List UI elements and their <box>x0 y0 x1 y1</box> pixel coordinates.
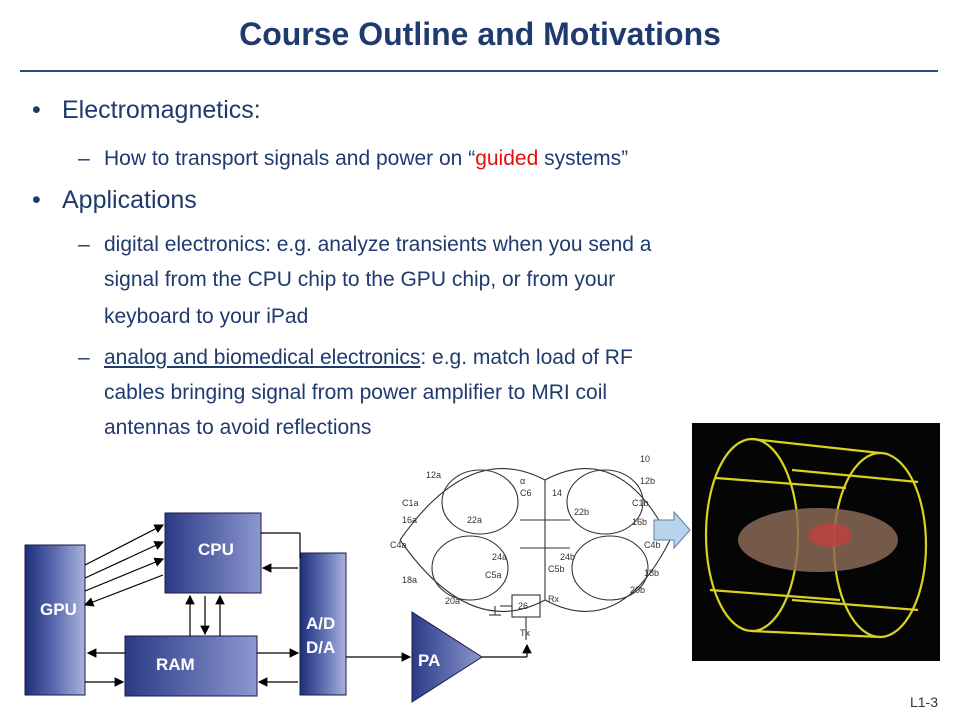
digital-line-2: signal from the CPU chip to the GPU chip… <box>104 268 616 291</box>
label-tx: Tx <box>520 628 530 638</box>
circuit-labels: 12a 10 12b α 14 C6 C1a 16a 22a 22b C1b 1… <box>390 454 661 638</box>
underlined-analog-biomedical: analog and biomedical electronics <box>104 346 421 369</box>
label-10: 10 <box>640 454 650 464</box>
analog-line-3: antennas to avoid reflections <box>104 416 372 439</box>
sub-bullet-guided-systems: How to transport signals and power on “g… <box>104 147 628 171</box>
label-c4a: C4a <box>390 540 407 550</box>
label-20b: 20b <box>630 585 645 595</box>
arrow-to-mri-icon <box>653 510 691 550</box>
bullet-marker: • <box>32 186 41 214</box>
coil-circuit-schematic <box>399 468 671 640</box>
sub-bullet-dash: – <box>78 147 90 170</box>
mri-subject-highlight <box>808 523 852 547</box>
label-24a: 24a <box>492 552 507 562</box>
diagram-wires <box>83 524 532 687</box>
label-18b: 18b <box>644 568 659 578</box>
power-amplifier-triangle <box>411 611 483 703</box>
text-segment: systems” <box>538 147 629 170</box>
text-segment: How to transport signals and power on “ <box>104 147 476 170</box>
label-22b: 22b <box>574 507 589 517</box>
label-c5b: C5b <box>548 564 565 574</box>
label-alpha: α <box>520 476 525 486</box>
bullet-marker: • <box>32 96 41 124</box>
label-c1a: C1a <box>402 498 419 508</box>
digital-line-1: digital electronics: e.g. analyze transi… <box>104 233 652 256</box>
label-c6: C6 <box>520 488 532 498</box>
label-20a: 20a <box>445 596 460 606</box>
slide-title: Course Outline and Motivations <box>239 16 721 52</box>
highlight-guided: guided <box>475 147 539 170</box>
label-16a: 16a <box>402 515 417 525</box>
gpu-block <box>24 544 86 696</box>
bullet-electromagnetics: Electromagnetics: <box>62 96 261 124</box>
label-c4b: C4b <box>644 540 661 550</box>
label-c1b: C1b <box>632 498 649 508</box>
slide-number: L1-3 <box>909 694 938 710</box>
label-16b: 16b <box>632 517 647 527</box>
label-12a: 12a <box>426 470 441 480</box>
gpu-label: GPU <box>40 600 77 619</box>
label-rx: Rx <box>548 594 559 604</box>
analog-line-2: cables bringing signal from power amplif… <box>104 381 608 404</box>
label-18a: 18a <box>402 575 417 585</box>
title-divider <box>20 70 938 72</box>
label-14: 14 <box>552 488 562 498</box>
label-c5a: C5a <box>485 570 502 580</box>
cpu-label: CPU <box>198 540 234 559</box>
text-segment: : e.g. match load of RF <box>420 346 633 369</box>
ram-block <box>124 635 258 697</box>
sub-bullet-dash: – <box>78 346 90 369</box>
pa-label: PA <box>418 651 441 670</box>
sub-bullet-dash: – <box>78 233 90 256</box>
analog-line-1: analog and biomedical electronics: e.g. … <box>104 346 633 370</box>
label-12b: 12b <box>640 476 655 486</box>
bullet-applications: Applications <box>62 186 197 214</box>
label-22a: 22a <box>467 515 482 525</box>
adc-label: A/D <box>306 614 336 633</box>
cpu-block <box>164 512 262 594</box>
dac-label: D/A <box>306 638 336 657</box>
label-26: 26 <box>518 601 528 611</box>
label-24b: 24b <box>560 552 575 562</box>
ram-label: RAM <box>156 655 195 674</box>
adc-dac-block <box>299 552 347 696</box>
digital-line-3: keyboard to your iPad <box>104 305 309 328</box>
